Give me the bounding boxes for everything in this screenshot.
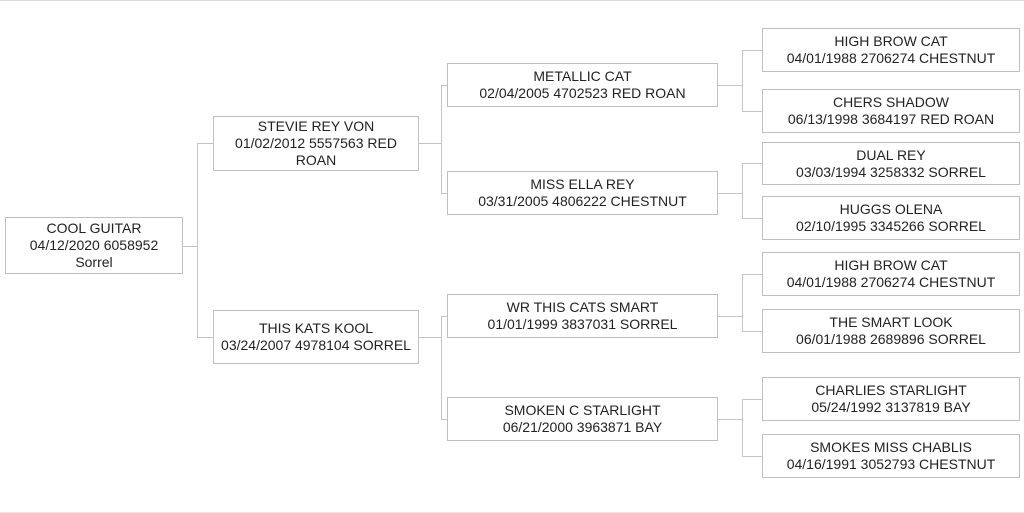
horse-sire-dam-sire[interactable]: DUAL REY 03/03/1994 3258332 SORREL: [762, 142, 1020, 185]
connector-line: [742, 399, 762, 400]
horse-dam-dam-dam[interactable]: SMOKES MISS CHABLIS 04/16/1991 3052793 C…: [762, 434, 1020, 478]
horse-name: SMOKES MISS CHABLIS: [810, 439, 972, 455]
horse-info: 05/24/1992 3137819 BAY: [811, 399, 971, 415]
horse-name: THE SMART LOOK: [829, 314, 953, 330]
connector-line: [419, 143, 441, 144]
top-divider: [0, 0, 1024, 1]
horse-info: 06/13/1998 3684197 RED ROAN: [787, 111, 995, 127]
horse-dam-dam[interactable]: SMOKEN C STARLIGHT 06/21/2000 3963871 BA…: [447, 397, 718, 441]
horse-dam-sire-sire[interactable]: HIGH BROW CAT 04/01/1988 2706274 CHESTNU…: [762, 252, 1020, 296]
horse-info: 04/16/1991 3052793 CHESTNUT: [786, 456, 996, 472]
horse-info: 03/24/2007 4978104 SORREL: [221, 337, 411, 353]
horse-info: 04/12/2020 6058952 Sorrel: [29, 237, 159, 270]
horse-dam-sire-dam[interactable]: THE SMART LOOK 06/01/1988 2689896 SORREL: [762, 309, 1020, 353]
connector-line: [441, 193, 447, 194]
connector-line: [718, 316, 742, 317]
horse-sire-sire-sire[interactable]: HIGH BROW CAT 04/01/1988 2706274 CHESTNU…: [762, 28, 1020, 72]
horse-info: 01/01/1999 3837031 SORREL: [487, 316, 678, 332]
horse-name: WR THIS CATS SMART: [506, 299, 659, 315]
connector-line: [441, 85, 442, 193]
connector-line: [441, 316, 442, 419]
horse-name: THIS KATS KOOL: [258, 320, 374, 336]
horse-info: 04/01/1988 2706274 CHESTNUT: [786, 50, 996, 66]
connector-line: [419, 337, 441, 338]
connector-line: [742, 274, 743, 331]
horse-name: COOL GUITAR: [46, 220, 142, 236]
horse-dam-sire[interactable]: WR THIS CATS SMART 01/01/1999 3837031 SO…: [447, 294, 718, 338]
connector-line: [742, 399, 743, 456]
horse-info: 01/02/2012 5557563 RED ROAN: [235, 135, 397, 168]
horse-name: METALLIC CAT: [533, 68, 632, 84]
connector-line: [197, 143, 198, 337]
horse-sire-sire[interactable]: METALLIC CAT 02/04/2005 4702523 RED ROAN: [447, 63, 718, 107]
connector-line: [742, 163, 762, 164]
connector-line: [441, 419, 447, 420]
connector-line: [742, 274, 762, 275]
connector-line: [718, 193, 742, 194]
connector-line: [742, 50, 762, 51]
connector-line: [197, 143, 213, 144]
connector-line: [197, 337, 213, 338]
horse-name: HIGH BROW CAT: [834, 33, 948, 49]
connector-line: [718, 419, 742, 420]
horse-info: 06/21/2000 3963871 BAY: [502, 419, 663, 435]
horse-name: MISS ELLA REY: [530, 176, 635, 192]
horse-dam-dam-sire[interactable]: CHARLIES STARLIGHT 05/24/1992 3137819 BA…: [762, 377, 1020, 421]
horse-info: 02/04/2005 4702523 RED ROAN: [479, 85, 686, 101]
horse-name: HIGH BROW CAT: [834, 257, 948, 273]
horse-subject[interactable]: COOL GUITAR 04/12/2020 6058952 Sorrel: [5, 217, 183, 274]
connector-line: [742, 331, 762, 332]
horse-info: 03/03/1994 3258332 SORREL: [796, 163, 986, 180]
horse-name: HUGGS OLENA: [839, 201, 943, 217]
connector-line: [742, 456, 762, 457]
horse-sire[interactable]: STEVIE REY VON 01/02/2012 5557563 RED RO…: [213, 116, 419, 171]
horse-info: 04/01/1988 2706274 CHESTNUT: [786, 274, 996, 290]
horse-name: CHERS SHADOW: [833, 94, 949, 110]
connector-line: [718, 85, 742, 86]
horse-sire-sire-dam[interactable]: CHERS SHADOW 06/13/1998 3684197 RED ROAN: [762, 89, 1020, 133]
horse-info: 06/01/1988 2689896 SORREL: [796, 331, 986, 347]
horse-info: 02/10/1995 3345266 SORREL: [796, 218, 986, 234]
horse-name: CHARLIES STARLIGHT: [815, 382, 967, 398]
horse-name: SMOKEN C STARLIGHT: [504, 402, 661, 418]
connector-line: [742, 111, 762, 112]
connector-line: [742, 218, 762, 219]
horse-dam[interactable]: THIS KATS KOOL 03/24/2007 4978104 SORREL: [213, 310, 419, 364]
horse-sire-dam-dam[interactable]: HUGGS OLENA 02/10/1995 3345266 SORREL: [762, 196, 1020, 240]
horse-name: DUAL REY: [856, 146, 926, 163]
connector-line: [742, 163, 743, 218]
connector-line: [742, 50, 743, 111]
horse-info: 03/31/2005 4806222 CHESTNUT: [478, 193, 687, 209]
horse-sire-dam[interactable]: MISS ELLA REY 03/31/2005 4806222 CHESTNU…: [447, 171, 718, 215]
connector-line: [183, 246, 197, 247]
horse-name: STEVIE REY VON: [257, 118, 375, 134]
connector-line: [441, 85, 447, 86]
connector-line: [441, 316, 447, 317]
